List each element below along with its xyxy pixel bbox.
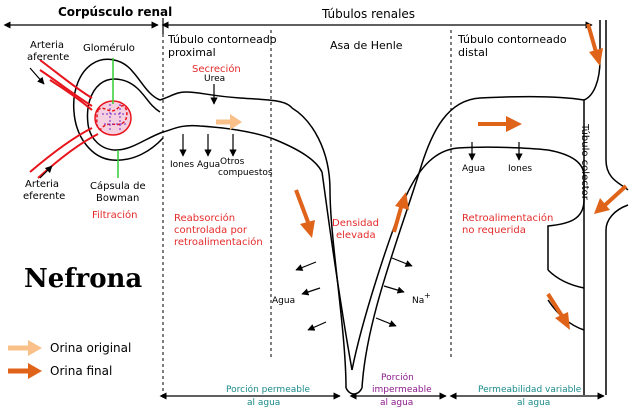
flow-arrow-original [216, 114, 242, 130]
legend-label-final: Orina final [50, 364, 112, 378]
arteries [29, 59, 99, 179]
label-capsula-1: Cápsula de [90, 180, 146, 192]
transport-arrows [179, 84, 523, 331]
label-na-sup: + [424, 291, 431, 300]
section-dividers [162, 30, 452, 395]
legend: Orina original Orina final [8, 340, 131, 379]
label-otros-1: Otros [220, 157, 245, 167]
label-iones-distal: Iones [508, 164, 532, 174]
label-arteria-eferente-1: Arteria [25, 179, 59, 190]
label-agua-henle: Agua [272, 296, 295, 306]
legend-swatch-final [8, 363, 42, 379]
bowman-capsule [72, 58, 164, 161]
label-arteria-eferente-2: eferente [23, 191, 65, 202]
arrow-henle-na-2 [383, 285, 405, 294]
arrow-eferente [39, 165, 53, 179]
label-reabsorcion-3: retroalimentación [174, 236, 263, 248]
arrow-aferente [29, 67, 45, 85]
label-capsula-2: Bowman [96, 193, 139, 204]
label-glomerulo: Glomérulo [83, 42, 135, 54]
section-collector: Túbulo colector [579, 123, 591, 201]
label-reabsorcion-1: Reabsorción [174, 212, 235, 224]
arrow-henle-agua-1 [295, 261, 317, 271]
bottom-impermeable-2: impermeable [372, 385, 432, 395]
bottom-impermeable-3: al agua [380, 398, 413, 408]
bottom-permeable-1: Porción permeable [226, 384, 310, 395]
bottom-variable-2: al agua [517, 398, 550, 408]
header-corpusculo: Corpúsculo renal [58, 5, 172, 19]
label-reabsorcion-2: controlada por [174, 225, 248, 236]
arrow-henle-agua-3 [307, 321, 327, 331]
section-distal-line2: distal [458, 46, 488, 59]
section-henle: Asa de Henle [330, 39, 403, 52]
label-filtracion: Filtración [92, 209, 137, 221]
bottom-impermeable-1: Porción [381, 372, 414, 383]
label-secrecion: Secreción [192, 63, 241, 75]
section-distal-line1: Túbulo contorneado [457, 33, 567, 46]
arrow-henle-na-1 [391, 257, 413, 267]
label-arteria-aferente-2: aferente [27, 52, 69, 63]
label-agua-prox: Agua [197, 160, 220, 170]
header-tubulos: Túbulos renales [321, 7, 415, 21]
green-pointers [112, 58, 119, 178]
legend-label-original: Orina original [50, 341, 131, 355]
bottom-permeable-2: al agua [247, 398, 280, 408]
section-proximal-line1: Túbulo contorneado [167, 33, 277, 46]
section-proximal-line2: proximal [168, 46, 216, 59]
tubule-outline [159, 20, 629, 395]
flow-arrows-final [294, 23, 628, 330]
label-iones-prox: Iones [170, 160, 194, 170]
label-na: Na [412, 296, 424, 306]
bottom-variable-1: Permeabilidad variable [478, 385, 582, 395]
label-arteria-aferente-1: Arteria [30, 40, 64, 51]
top-brackets [3, 18, 593, 34]
label-agua-distal: Agua [462, 164, 485, 174]
glomerulus [94, 100, 132, 136]
arrow-henle-na-3 [375, 317, 397, 327]
label-densidad-2: elevada [336, 230, 376, 241]
label-retro-2: no requerida [462, 225, 526, 236]
label-densidad-1: Densidad [332, 218, 379, 229]
label-retro-1: Retroalimentación [462, 212, 553, 224]
label-otros-2: compuestos [218, 168, 273, 178]
title-nefrona: Nefrona [24, 264, 142, 294]
legend-swatch-original [8, 340, 42, 356]
arrow-henle-agua-2 [301, 287, 321, 296]
label-urea: Urea [204, 74, 225, 84]
